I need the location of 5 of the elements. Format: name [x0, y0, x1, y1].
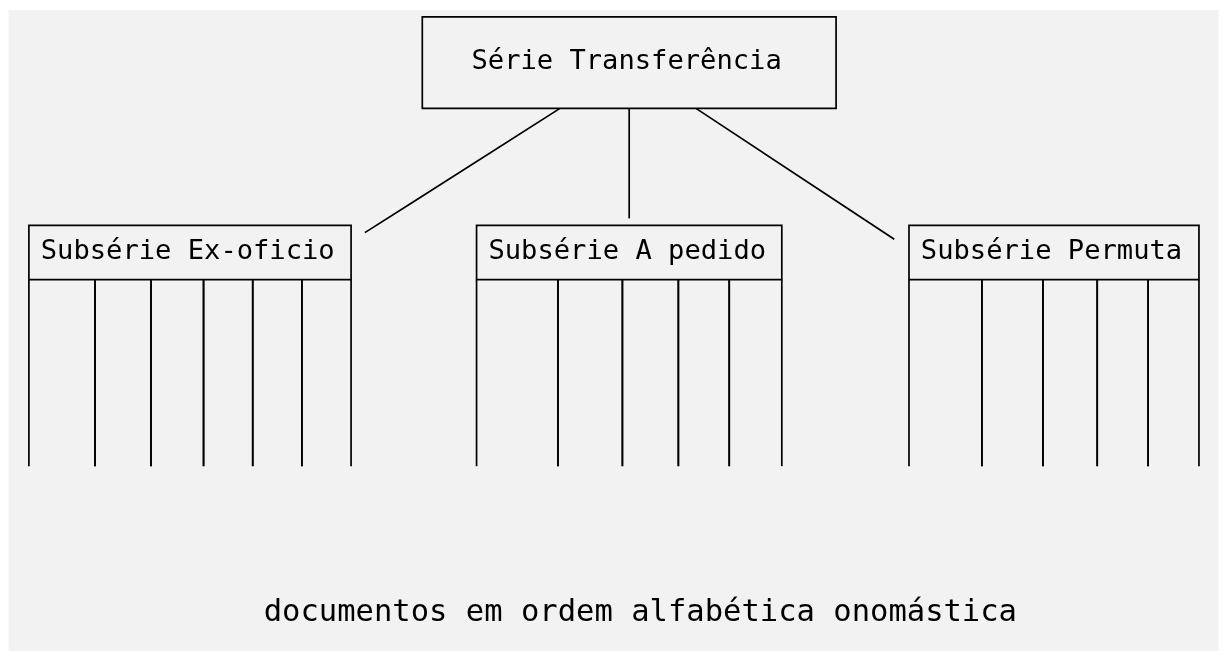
node-box: Série Transferência	[421, 15, 837, 110]
connector	[364, 107, 561, 234]
connector	[628, 107, 631, 220]
label: documentos em ordem alfabética onomástica	[263, 593, 1018, 629]
connector	[695, 107, 896, 241]
